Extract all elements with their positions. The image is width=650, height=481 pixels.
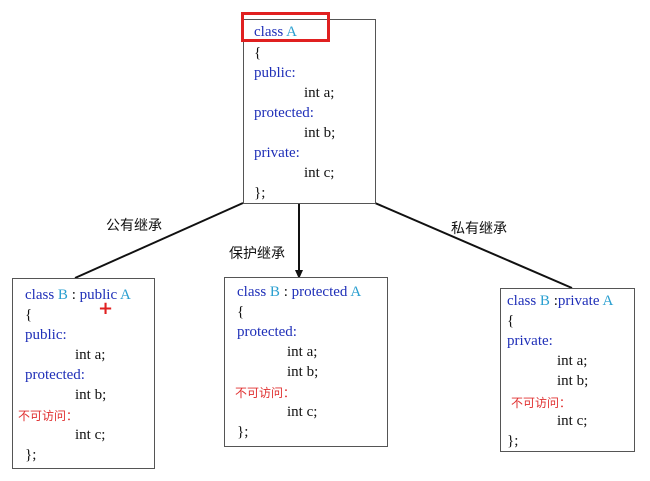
- edge-public: [74, 202, 244, 279]
- open-brace: {: [237, 304, 245, 320]
- public-specifier: public:: [25, 327, 67, 343]
- class-b-public-header: class B : public A: [25, 286, 131, 304]
- private-specifier: private:: [254, 145, 300, 161]
- base-class-name: A: [602, 293, 614, 309]
- edge-private: [374, 202, 573, 289]
- member-b: int b;: [304, 125, 336, 141]
- close-brace: };: [507, 433, 519, 449]
- close-brace: };: [25, 447, 37, 463]
- colon: :: [71, 287, 76, 303]
- class-keyword: class: [254, 24, 284, 40]
- member-a: int a;: [304, 85, 335, 101]
- class-b-private-header: class B :private A: [507, 292, 613, 310]
- inaccessible-label: 不可访问：: [235, 386, 296, 400]
- base-class-name: A: [120, 287, 131, 303]
- protected-specifier: protected:: [25, 367, 85, 383]
- class-keyword: class: [25, 287, 55, 303]
- class-name: B: [269, 284, 280, 300]
- open-brace: {: [507, 313, 515, 329]
- class-keyword: class: [507, 293, 537, 309]
- class-keyword: class: [237, 284, 267, 300]
- inaccessible-label: 不可访问：: [18, 409, 79, 423]
- class-a-header: class A: [254, 23, 297, 41]
- class-b-public-box: class B : public A { public: int a; prot…: [12, 278, 155, 469]
- public-specifier: public:: [254, 65, 296, 81]
- class-a-box: class A { public: int a; protected: int …: [243, 19, 376, 204]
- inaccessible-label: 不可访问：: [511, 396, 572, 410]
- protected-specifier: protected:: [237, 324, 297, 340]
- member-a: int a;: [557, 353, 588, 369]
- access-specifier: private: [557, 293, 600, 309]
- class-b-protected-box: class B : protected A { protected: int a…: [224, 277, 388, 447]
- open-brace: {: [254, 45, 262, 61]
- protected-inheritance-label: 保护继承: [229, 246, 285, 262]
- private-inheritance-label: 私有继承: [451, 221, 507, 237]
- colon: :: [283, 284, 288, 300]
- class-b-protected-header: class B : protected A: [237, 283, 361, 301]
- member-b: int b;: [75, 387, 107, 403]
- edge-protected-arrowhead: [295, 270, 303, 279]
- base-class-name: A: [350, 284, 362, 300]
- member-b: int b;: [287, 364, 319, 380]
- class-b-private-box: class B :private A { private: int a; int…: [500, 288, 635, 452]
- close-brace: };: [254, 185, 266, 201]
- member-c: int c;: [557, 413, 588, 429]
- access-specifier: protected: [291, 284, 348, 300]
- crosshair-cursor-icon: +: [98, 298, 114, 319]
- member-c: int c;: [304, 165, 335, 181]
- colon: :: [553, 293, 558, 309]
- close-brace: };: [237, 424, 249, 440]
- member-c: int c;: [287, 404, 318, 420]
- member-c: int c;: [75, 427, 106, 443]
- member-a: int a;: [287, 344, 318, 360]
- class-name: B: [539, 293, 550, 309]
- access-specifier: public: [79, 287, 118, 303]
- class-a-highlight: [241, 12, 330, 42]
- member-b: int b;: [557, 373, 589, 389]
- class-name: A: [286, 24, 297, 40]
- protected-specifier: protected:: [254, 105, 314, 121]
- private-specifier: private:: [507, 333, 553, 349]
- member-a: int a;: [75, 347, 106, 363]
- class-name: B: [57, 287, 68, 303]
- public-inheritance-label: 公有继承: [106, 218, 162, 234]
- open-brace: {: [25, 307, 33, 323]
